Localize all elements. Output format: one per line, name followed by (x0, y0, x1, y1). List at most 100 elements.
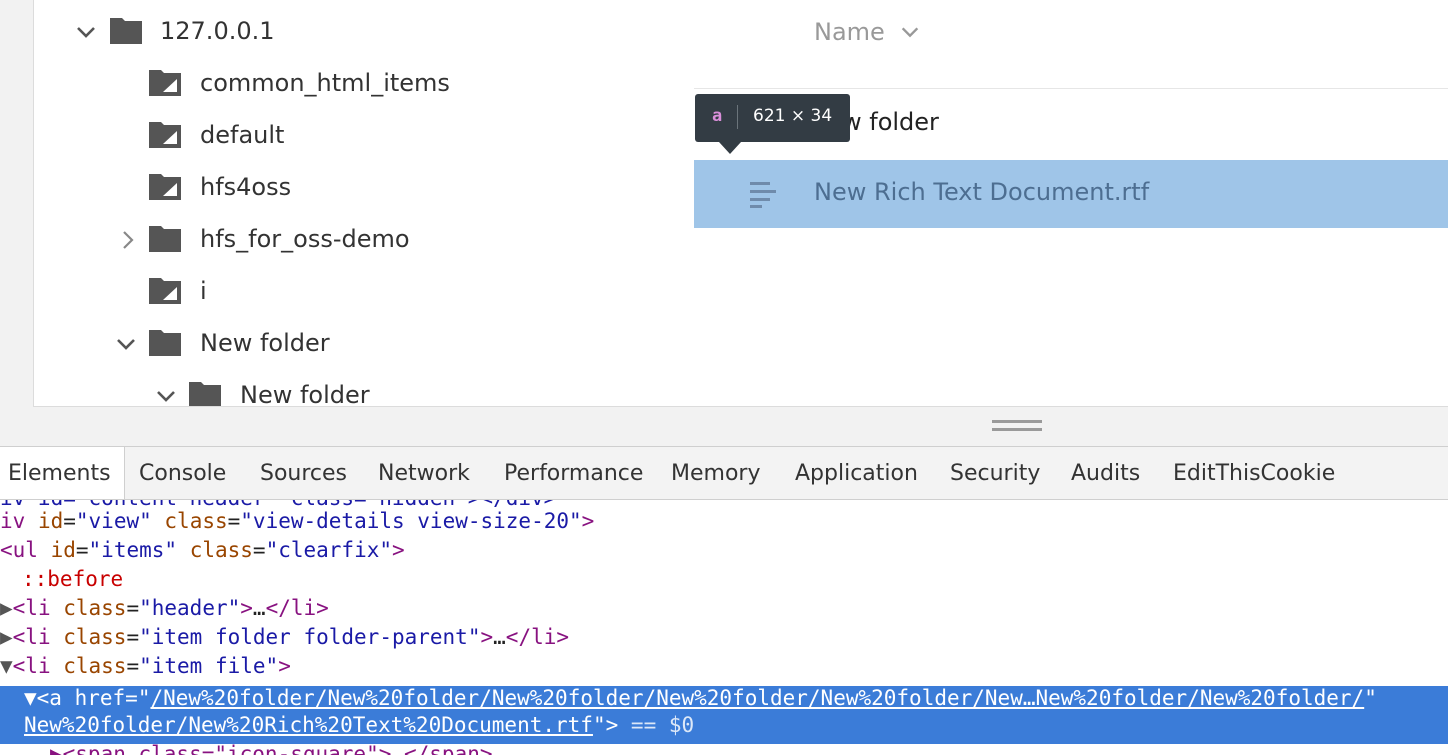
tree-item-new-folder[interactable]: New folder (114, 324, 414, 364)
attr-name: id (50, 538, 76, 562)
folder-link-icon (149, 70, 181, 96)
attr-name: class (63, 625, 127, 649)
folder-link-icon (149, 278, 181, 304)
tag-close: > (278, 654, 291, 678)
tab-memory[interactable]: Memory (671, 461, 761, 486)
tree-item-hfs-for-oss-demo[interactable]: hfs_for_oss-demo (114, 220, 454, 260)
tooltip-separator (737, 105, 738, 129)
dom-line-li-item-file[interactable]: ▼<li class="item file"> (0, 654, 291, 683)
folder-link-icon (149, 122, 181, 148)
attr-value: "item file" (139, 654, 279, 678)
dom-line-li-folder-parent[interactable]: ▶<li class="item folder folder-parent">…… (0, 625, 569, 654)
devtools-tab-bar: Elements Console Sources Network Perform… (0, 447, 1448, 500)
tab-sources[interactable]: Sources (260, 461, 348, 486)
tag-close: > (480, 625, 494, 649)
tree-item-label: common_html_items (200, 69, 450, 97)
tab-editthiscookie[interactable]: EditThisCookie (1173, 461, 1336, 486)
tree-item-default[interactable]: default (149, 116, 449, 156)
dom-line-before[interactable]: ::before (22, 567, 123, 596)
chevron-down-icon[interactable] (154, 384, 178, 407)
folder-icon (189, 382, 221, 406)
equals: = (75, 538, 89, 562)
attr-value: "items" (88, 538, 178, 562)
pseudo-element: ::before (22, 567, 124, 591)
collapse-triangle-icon[interactable]: ▼ (0, 654, 13, 678)
attr-name: class (63, 596, 127, 620)
selected-dom-node[interactable]: ▼<a href="/New%20folder/New%20folder/New… (0, 686, 1448, 744)
attr-value: "view" (75, 509, 152, 533)
elements-dom-tree: iv id="content-header" class="hidden"></… (0, 500, 1448, 755)
href-link[interactable]: New%20folder/New%20Rich%20Text%20Documen… (24, 713, 593, 737)
attr-name: href (74, 686, 126, 710)
tree-item-label: hfs_for_oss-demo (200, 225, 410, 253)
dom-line-li-header[interactable]: ▶<li class="header">…</li> (0, 596, 329, 625)
tab-audits[interactable]: Audits (1071, 461, 1141, 486)
file-browser-page: 127.0.0.1 common_html_items default hfs4… (33, 0, 1448, 407)
chevron-right-icon[interactable] (116, 228, 140, 252)
sort-chevron-down-icon[interactable] (899, 21, 921, 43)
tab-application[interactable]: Application (795, 461, 918, 486)
attr-value: "header" (139, 596, 241, 620)
dom-line-items-ul[interactable]: <ul id="items" class="clearfix"> (0, 538, 405, 567)
tree-item-common-html-items[interactable]: common_html_items (149, 64, 489, 104)
list-row-label: New Rich Text Document.rtf (814, 178, 1150, 206)
dom-line-cut-off[interactable]: iv id="content-header" class="hidden"></… (0, 500, 556, 515)
list-row-rtf-file[interactable]: New Rich Text Document.rtf (694, 160, 1448, 228)
tab-network[interactable]: Network (378, 461, 470, 486)
chevron-down-icon[interactable] (74, 20, 98, 44)
dom-line-span-icon-square[interactable]: ▶<span class="icon-square">…</span> (50, 742, 493, 755)
tree-item-label: 127.0.0.1 (160, 17, 275, 45)
active-tab-background (0, 447, 125, 499)
tree-item-hfs4oss[interactable]: hfs4oss (149, 168, 449, 208)
attr-name: class (164, 509, 228, 533)
devtools-resize-handle[interactable] (992, 420, 1042, 434)
tag-open: <li (12, 625, 64, 649)
tree-item-label: i (200, 277, 207, 305)
ellipsis: … (493, 625, 506, 649)
name-header-label: Name (814, 18, 885, 46)
list-row-new-folder[interactable]: w folder (694, 100, 1448, 148)
attr-name: class (63, 654, 127, 678)
equals: = (126, 596, 140, 620)
tooltip-arrow (719, 142, 741, 154)
equals: = (227, 509, 241, 533)
tree-item-label: New folder (240, 381, 370, 407)
chevron-down-icon[interactable] (114, 332, 138, 356)
equals: = (63, 509, 76, 533)
folder-icon (149, 226, 181, 252)
tag-fragment: iv (0, 509, 38, 533)
equals: = (126, 654, 140, 678)
folder-icon (110, 18, 142, 44)
tag-close: > (581, 509, 595, 533)
tree-item-label: hfs4oss (200, 173, 292, 201)
list-row-label: w folder (842, 108, 939, 136)
collapse-triangle-icon[interactable]: ▼ (24, 686, 37, 710)
attr-value: "item folder folder-parent" (139, 625, 481, 649)
app-viewport: 127.0.0.1 common_html_items default hfs4… (0, 0, 1448, 446)
tag-open: <li (12, 654, 64, 678)
tab-performance[interactable]: Performance (504, 461, 644, 486)
tab-console[interactable]: Console (139, 461, 227, 486)
tag-open: <a (36, 686, 75, 710)
tree-item-new-folder-nested[interactable]: New folder (154, 376, 454, 407)
tree-item-root[interactable]: 127.0.0.1 (74, 12, 374, 52)
tooltip-dimensions: 621 × 34 (753, 106, 833, 126)
tag-close: > (605, 713, 619, 737)
tab-security[interactable]: Security (950, 461, 1041, 486)
tag-fragment: <ul (0, 538, 51, 562)
tab-elements[interactable]: Elements (8, 461, 111, 486)
quote: " (1364, 686, 1377, 710)
expand-triangle-icon[interactable]: ▶ (0, 625, 13, 649)
tooltip-tag-name: a (712, 106, 723, 126)
inspect-element-tooltip: a 621 × 34 (695, 94, 850, 154)
folder-icon (149, 330, 181, 356)
equals: = (126, 625, 140, 649)
tree-item-i[interactable]: i (149, 272, 349, 312)
dom-line-anchor-cont: New%20folder/New%20Rich%20Text%20Documen… (24, 713, 694, 742)
tag-open: <li (12, 596, 64, 620)
attr-value: "view-details view-size-20" (240, 509, 582, 533)
name-column-header[interactable]: Name (814, 12, 921, 52)
expand-triangle-icon[interactable]: ▶ (0, 596, 13, 620)
href-link[interactable]: /New%20folder/New%20folder/New%20folder/… (150, 686, 1365, 710)
dom-line-view-div[interactable]: iv id="view" class="view-details view-si… (0, 509, 594, 538)
